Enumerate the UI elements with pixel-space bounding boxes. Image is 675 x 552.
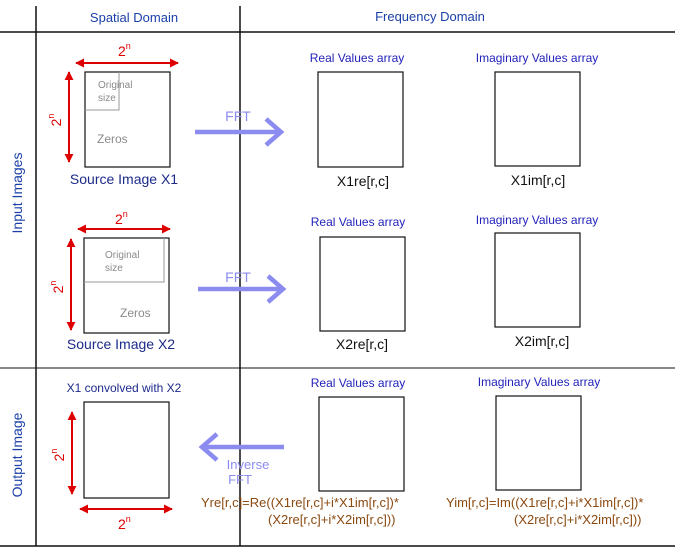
x2-original-label-line1: Original (105, 250, 139, 261)
output-image: X1 convolved with X2 2n 2n (49, 381, 182, 532)
x2-imag-title: Imaginary Values array (476, 213, 599, 227)
y-real-array (318, 396, 405, 492)
output-width-label: 2n (118, 514, 131, 532)
fft-arrow-2-label: FFT (225, 269, 251, 285)
x2-height-label: 2n (48, 281, 66, 294)
source-image-x1: 2n 2n Original size Zeros Source Image X… (46, 41, 179, 187)
x1-imag-title: Imaginary Values array (476, 51, 599, 65)
frequency-row-2: Real Values array X2re[r,c] Imaginary Va… (311, 213, 599, 352)
inverse-fft-arrow: Inverse FFT (198, 432, 284, 487)
output-image-title: X1 convolved with X2 (67, 381, 182, 395)
inverse-fft-arrow-head (198, 432, 219, 462)
x1-height-label: 2n (46, 114, 64, 127)
x2-original-label-line2: size (105, 263, 123, 274)
yre-formula-line1: Yre[r,c]=Re((X1re[r,c]+i*X1im[r,c])* (201, 495, 399, 510)
frequency-row-3: Real Values array Imaginary Values array… (201, 375, 643, 527)
x1-zeros-label: Zeros (97, 132, 128, 146)
fft-arrow-1-label: FFT (225, 108, 251, 124)
x1-image-frame (84, 71, 171, 168)
x2-real-caption: X2re[r,c] (336, 336, 388, 352)
yre-formula-line2: (X2re[r,c]+i*X2im[r,c])) (268, 512, 396, 527)
x1-imag-caption: X1im[r,c] (511, 172, 565, 188)
yim-formula-line2: (X2re[r,c]+i*X2im[r,c])) (514, 512, 642, 527)
x1-real-caption: X1re[r,c] (337, 173, 389, 189)
source-image-x2: 2n 2n Original size Zeros Source Image X… (48, 209, 175, 352)
input-images-label: Input Images (9, 153, 25, 234)
inverse-fft-label-line2: FFT (228, 472, 252, 487)
fft-arrow-2: FFT (198, 269, 287, 304)
frequency-domain-header: Frequency Domain (375, 9, 485, 24)
yim-formula-line1: Yim[r,c]=Im((X1re[r,c]+i*X1im[r,c])* (446, 495, 643, 510)
x1-width-label: 2n (118, 41, 131, 59)
x2-imag-array (494, 232, 581, 328)
x1-original-label-line2: size (98, 93, 116, 104)
x1-real-array (317, 71, 404, 168)
x1-original-size-region (85, 72, 120, 111)
fft-arrow-2-head (266, 274, 287, 304)
x1-caption: Source Image X1 (70, 171, 178, 187)
x1-original-label-line1: Original (98, 80, 132, 91)
fft-arrow-1-head (264, 117, 285, 147)
x1-real-title: Real Values array (310, 51, 405, 65)
x2-width-label: 2n (115, 209, 128, 227)
x1-imag-array (494, 71, 581, 167)
x2-real-array (319, 236, 406, 332)
fft-arrow-1: FFT (195, 108, 285, 147)
x2-caption: Source Image X2 (67, 336, 175, 352)
x2-original-size-region (84, 238, 165, 283)
spatial-domain-header: Spatial Domain (90, 10, 178, 25)
x2-zeros-label: Zeros (120, 306, 151, 320)
frequency-row-1: Real Values array X1re[r,c] Imaginary Va… (310, 51, 599, 189)
grid-lines (0, 6, 675, 547)
inverse-fft-label-line1: Inverse (227, 457, 270, 472)
x2-image-frame (83, 237, 170, 334)
output-image-label: Output Image (9, 412, 25, 497)
x2-imag-caption: X2im[r,c] (515, 333, 569, 349)
output-height-label: 2n (49, 449, 67, 462)
y-real-title: Real Values array (311, 376, 406, 390)
x2-real-title: Real Values array (311, 215, 406, 229)
y-imag-array (495, 395, 582, 491)
y-imag-title: Imaginary Values array (478, 375, 601, 389)
output-image-frame (83, 401, 170, 499)
